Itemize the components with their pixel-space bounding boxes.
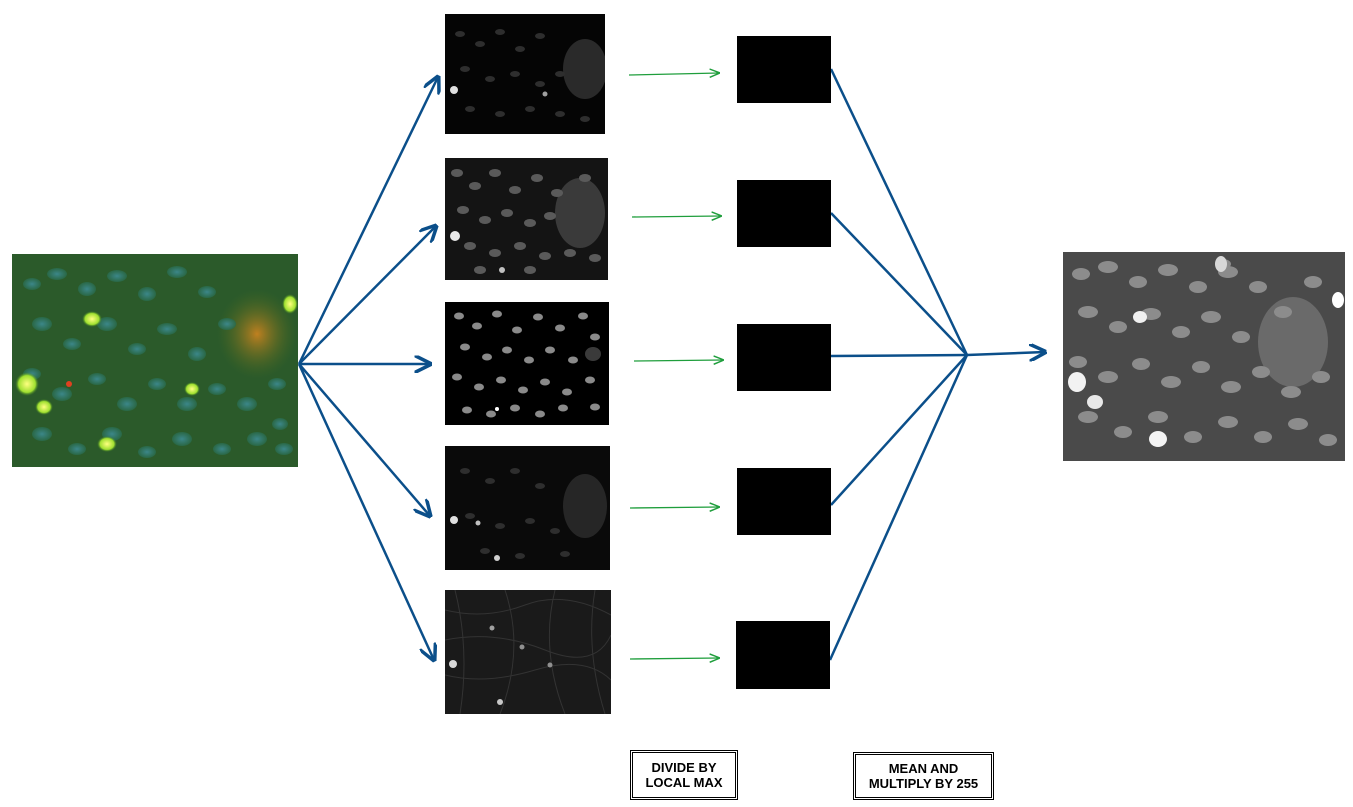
normalized-box-5: [736, 621, 830, 689]
normalized-box-4: [737, 468, 831, 535]
split-arrow-1: [297, 77, 438, 365]
normalized-box-1: [737, 36, 831, 103]
channel-image-4: [445, 446, 610, 570]
channel-image-1: [445, 14, 605, 134]
channel-image-5: [445, 590, 611, 714]
mean-multiply-label: MEAN AND MULTIPLY BY 255: [853, 752, 994, 800]
input-image: [12, 254, 298, 467]
output-arrow: [966, 352, 1045, 355]
merge-line-5: [828, 354, 969, 661]
split-arrow-4: [298, 363, 430, 516]
split-arrow-2: [298, 226, 436, 365]
divide-arrow-2: [631, 216, 721, 217]
merge-line-4: [830, 354, 968, 506]
merge-line-1: [829, 68, 969, 356]
normalized-box-2: [737, 180, 831, 247]
divide-arrow-4: [629, 507, 719, 508]
merge-line-3: [830, 353, 968, 358]
divide-arrow-3: [633, 360, 723, 361]
divide-arrow-1: [628, 73, 719, 75]
channel-image-2: [445, 158, 608, 280]
divide-by-local-max-label: DIVIDE BY LOCAL MAX: [630, 750, 738, 800]
normalized-box-3: [737, 324, 831, 391]
divide-arrow-5: [629, 658, 719, 659]
channel-image-3: [445, 302, 609, 425]
merge-line-2: [830, 212, 968, 356]
output-image: [1063, 252, 1345, 461]
split-arrow-5: [297, 363, 434, 660]
